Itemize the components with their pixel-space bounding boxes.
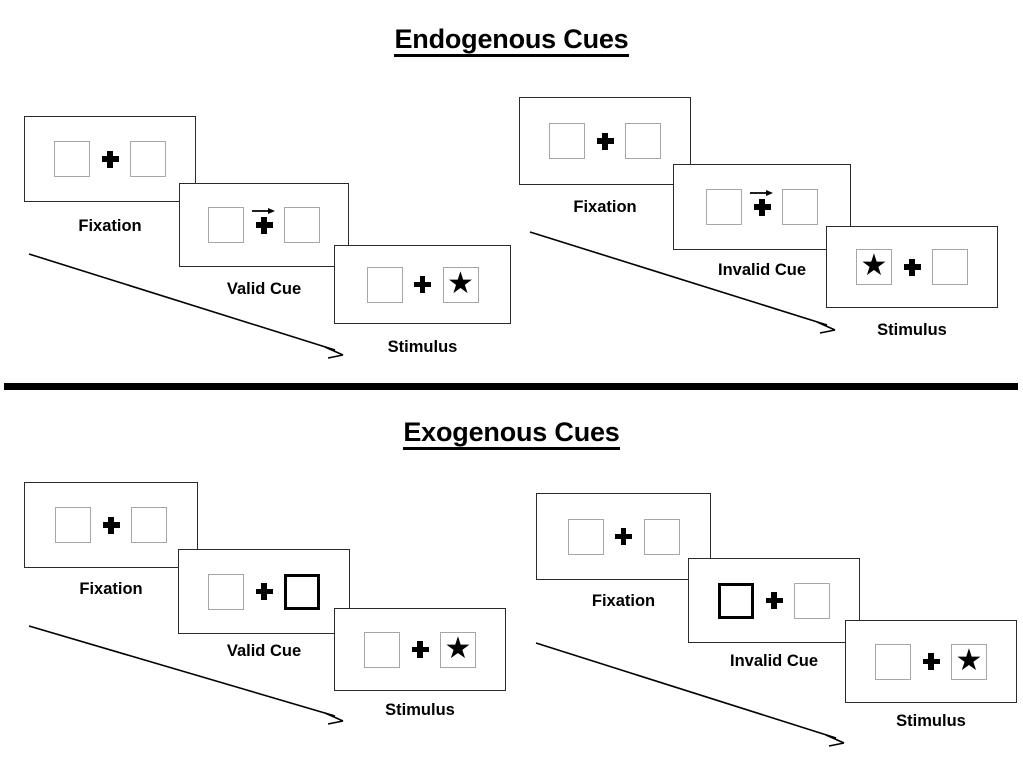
panel-endogenous-invalid-cue[interactable] xyxy=(673,164,851,250)
stimulus-box-right xyxy=(284,207,320,243)
stimulus-box-left xyxy=(549,123,585,159)
fixation-cross-icon xyxy=(255,216,273,234)
cue-arrow-right-icon xyxy=(252,208,275,214)
caption-endogenous-valid-cue: Valid Cue xyxy=(226,280,302,298)
panel-exogenous-valid-stimulus[interactable]: ★ xyxy=(334,608,506,691)
star-target-icon: ★ xyxy=(447,266,474,300)
caption-exogenous-invalid-fixation: Fixation xyxy=(591,592,656,610)
fixation-plus-area xyxy=(400,609,440,690)
section-divider xyxy=(4,383,1018,390)
stimulus-box-right: ★ xyxy=(440,631,476,668)
stimulus-box-right: ★ xyxy=(442,266,479,303)
stimulus-box-left: ★ xyxy=(856,249,892,285)
stimulus-box-left xyxy=(875,643,911,680)
panel-endogenous-valid-stimulus[interactable]: ★ xyxy=(334,245,511,324)
panel-content xyxy=(689,559,859,642)
panel-content: ★ xyxy=(335,609,505,690)
stimulus-box-right xyxy=(625,123,661,159)
stimulus-box-left xyxy=(366,266,403,303)
section-title-exogenous: Exogenous Cues xyxy=(0,417,1023,451)
caption-endogenous-invalid-cue: Invalid Cue xyxy=(717,261,807,279)
fixation-plus-area xyxy=(911,621,951,702)
section-title-exogenous-text: Exogenous Cues xyxy=(403,418,620,451)
caption-exogenous-invalid-cue: Invalid Cue xyxy=(729,652,819,670)
stimulus-box-left xyxy=(208,207,244,243)
panel-exogenous-invalid-stimulus[interactable]: ★ xyxy=(845,620,1017,703)
caption-exogenous-valid-fixation: Fixation xyxy=(79,580,143,598)
stimulus-box-left xyxy=(55,507,91,543)
panel-content xyxy=(179,550,349,633)
fixation-cross-icon xyxy=(414,276,431,293)
fixation-plus-area xyxy=(604,494,644,579)
stimulus-box-right xyxy=(131,507,167,543)
fixation-plus-area xyxy=(90,117,130,201)
fixation-cross-icon xyxy=(753,198,771,216)
cue-arrow-right-icon xyxy=(750,190,773,196)
panel-exogenous-valid-fixation[interactable] xyxy=(24,482,198,568)
fixation-cross-icon xyxy=(596,132,614,150)
fixation-plus-area xyxy=(892,227,932,307)
fixation-cross-icon xyxy=(102,516,120,534)
fixation-cross-icon xyxy=(255,583,273,600)
caption-endogenous-valid-fixation: Fixation xyxy=(78,217,142,235)
panel-content xyxy=(520,98,690,184)
section-title-endogenous-text: Endogenous Cues xyxy=(394,25,629,58)
star-target-icon: ★ xyxy=(955,643,983,677)
panel-content xyxy=(25,117,195,201)
star-target-icon: ★ xyxy=(860,249,888,282)
caption-endogenous-invalid-stimulus: Stimulus xyxy=(877,321,947,339)
stimulus-box-right xyxy=(130,141,166,177)
fixation-cross-icon xyxy=(922,653,940,670)
caption-exogenous-invalid-stimulus: Stimulus xyxy=(896,712,966,730)
stimulus-box-right xyxy=(794,582,830,619)
stimulus-box-right-cued xyxy=(284,573,320,610)
stimulus-box-left-cued xyxy=(718,582,754,619)
fixation-cross-icon xyxy=(903,258,921,276)
fixation-plus-area xyxy=(244,550,284,633)
caption-exogenous-valid-cue: Valid Cue xyxy=(226,642,302,660)
fixation-plus-area xyxy=(91,483,131,567)
panel-endogenous-invalid-fixation[interactable] xyxy=(519,97,691,185)
stimulus-box-left xyxy=(706,189,742,225)
stimulus-box-right xyxy=(932,249,968,285)
fixation-cross-icon xyxy=(411,641,429,658)
panel-content xyxy=(25,483,197,567)
panel-content xyxy=(674,165,850,249)
panel-endogenous-invalid-stimulus[interactable]: ★ xyxy=(826,226,998,308)
panel-endogenous-valid-fixation[interactable] xyxy=(24,116,196,202)
fixation-plus-area xyxy=(244,184,284,266)
flow-arrow-endogenous-valid xyxy=(28,253,344,359)
panel-content xyxy=(180,184,348,266)
fixation-plus-area xyxy=(403,246,443,323)
stimulus-box-right xyxy=(643,518,680,555)
section-title-endogenous: Endogenous Cues xyxy=(0,24,1023,58)
panel-endogenous-valid-cue[interactable] xyxy=(179,183,349,267)
caption-endogenous-invalid-fixation: Fixation xyxy=(573,198,637,216)
panel-exogenous-invalid-cue[interactable] xyxy=(688,558,860,643)
panel-content xyxy=(537,494,710,579)
caption-exogenous-valid-stimulus: Stimulus xyxy=(385,701,455,719)
fixation-plus-area xyxy=(754,559,794,642)
fixation-plus-area xyxy=(742,165,782,249)
stimulus-box-left xyxy=(54,141,90,177)
flow-arrow-exogenous-invalid xyxy=(535,642,845,747)
fixation-cross-icon xyxy=(765,592,783,609)
panel-content: ★ xyxy=(846,621,1016,702)
caption-endogenous-valid-stimulus: Stimulus xyxy=(387,338,458,356)
panel-exogenous-valid-cue[interactable] xyxy=(178,549,350,634)
panel-content: ★ xyxy=(335,246,510,323)
flow-arrow-endogenous-invalid xyxy=(529,231,836,334)
fixation-cross-icon xyxy=(615,528,632,545)
star-target-icon: ★ xyxy=(444,631,472,665)
stimulus-box-right: ★ xyxy=(951,643,987,680)
stimulus-box-left xyxy=(567,518,604,555)
fixation-plus-area xyxy=(585,98,625,184)
stimulus-box-left xyxy=(208,573,244,610)
panel-exogenous-invalid-fixation[interactable] xyxy=(536,493,711,580)
stimulus-box-left xyxy=(364,631,400,668)
stimulus-box-right xyxy=(782,189,818,225)
panel-content: ★ xyxy=(827,227,997,307)
flow-arrow-exogenous-valid xyxy=(28,625,344,725)
fixation-cross-icon xyxy=(101,150,119,168)
